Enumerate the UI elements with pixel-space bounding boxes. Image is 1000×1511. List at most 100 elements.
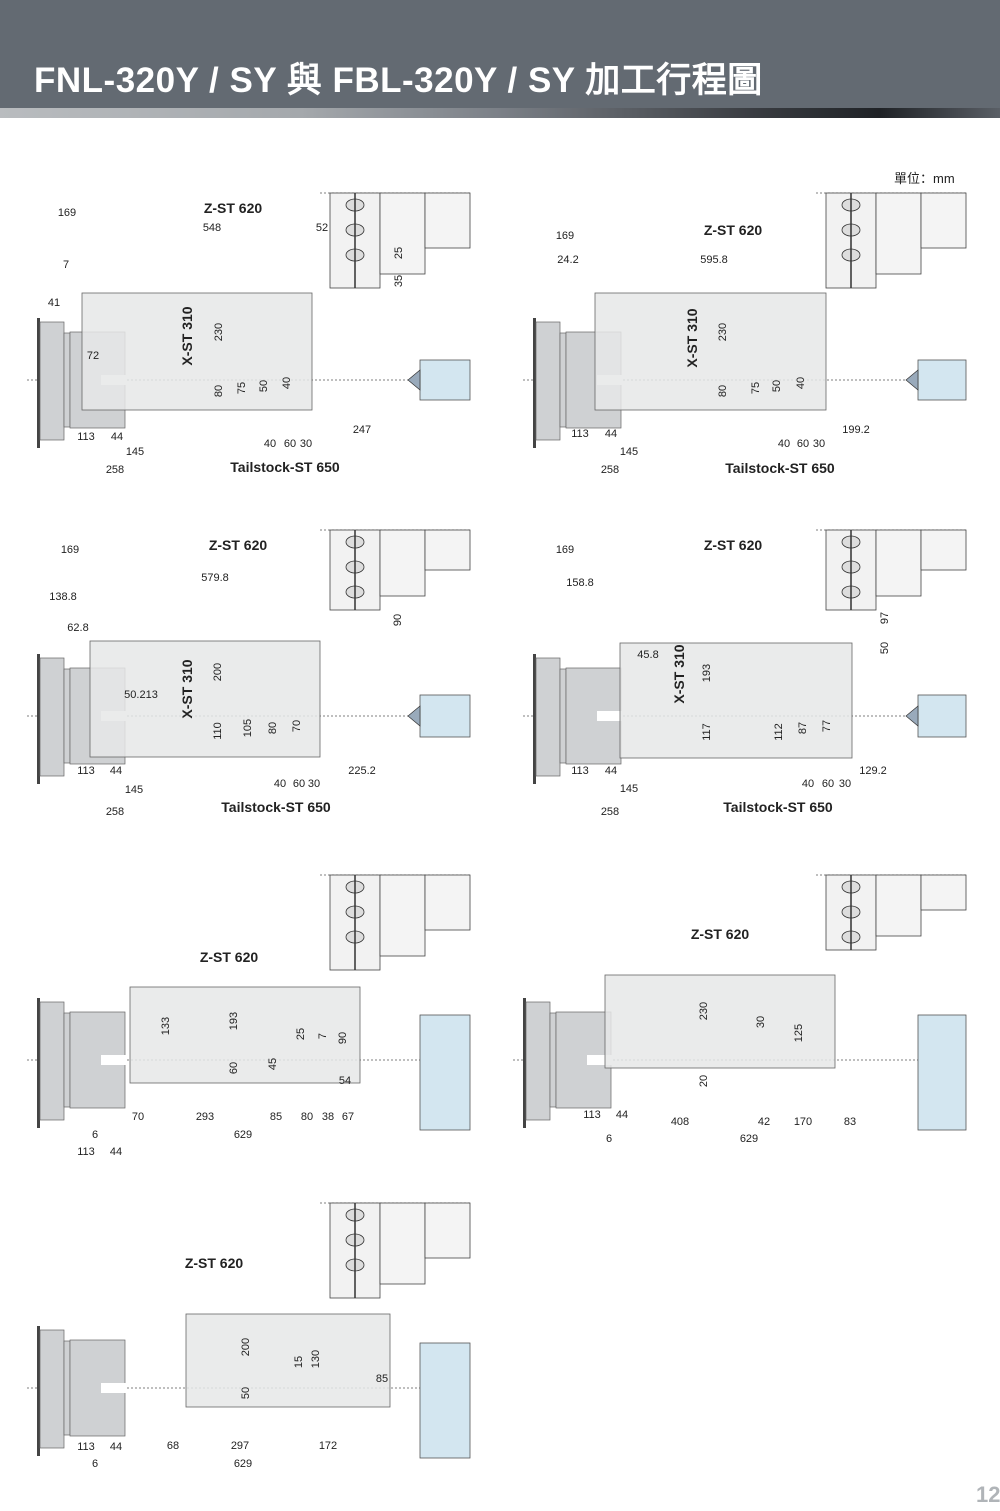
dimension-label: 30 — [300, 438, 312, 450]
dimension-label: 112 — [773, 723, 785, 741]
dimension-label: 258 — [106, 464, 124, 476]
dimension-label: 117 — [701, 723, 713, 741]
chuck-flange — [37, 998, 40, 1128]
dimension-label: 42 — [758, 1116, 770, 1128]
turret-spindle — [920, 192, 967, 249]
chuck-step — [63, 1340, 71, 1436]
dimension-label: 138.8 — [49, 591, 77, 603]
dimension-label: 50 — [258, 380, 270, 392]
tailstock-body — [917, 1014, 967, 1131]
chuck-body — [535, 657, 561, 777]
dimension-label: 15 — [293, 1356, 305, 1368]
dimension-label: 145 — [620, 446, 638, 458]
chuck-step — [63, 668, 71, 764]
dimension-label: 258 — [601, 806, 619, 818]
dimension-label: 629 — [234, 1129, 252, 1141]
dimension-label: 44 — [605, 428, 617, 440]
turret-housing — [379, 874, 426, 957]
dimension-label: 60 — [284, 438, 296, 450]
work-envelope — [89, 640, 321, 758]
dimension-label: 85 — [376, 1373, 388, 1385]
dimension-label: 80 — [213, 385, 225, 397]
chuck-step — [63, 1012, 71, 1108]
axis-stroke-label: X-ST 310 — [684, 308, 700, 367]
dimension-label: 230 — [698, 1002, 710, 1020]
work-envelope — [594, 292, 827, 411]
dimension-label: 7 — [317, 1033, 329, 1039]
work-envelope — [129, 986, 361, 1084]
dimension-label: 113 — [77, 765, 95, 777]
unit-label: 單位：mm — [894, 171, 955, 186]
jaw-gap — [101, 1383, 126, 1393]
dimension-label: 44 — [110, 765, 122, 777]
dimension-label: 193 — [228, 1012, 240, 1030]
chuck-flange — [37, 1326, 40, 1456]
dimension-label: 629 — [234, 1458, 252, 1470]
work-envelope — [185, 1313, 391, 1408]
axis-stroke-label: X-ST 310 — [671, 644, 687, 703]
dimension-label: 80 — [717, 385, 729, 397]
dimension-label: 97 — [879, 612, 891, 624]
dimension-label: 40 — [795, 377, 807, 389]
page-number: 12 — [976, 1482, 1000, 1507]
dimension-label: 60 — [293, 778, 305, 790]
dimension-label: 199.2 — [842, 424, 870, 436]
dimension-label: 145 — [125, 784, 143, 796]
dimension-label: 45.8 — [637, 649, 658, 661]
dimension-label: 113 — [77, 1441, 95, 1453]
dimension-label: 30 — [308, 778, 320, 790]
dimension-label: 40 — [778, 438, 790, 450]
turret-spindle — [920, 874, 967, 911]
axis-stroke-label: Z-ST 620 — [704, 537, 763, 553]
dimension-label: 20 — [698, 1075, 710, 1087]
dimension-label: 77 — [821, 720, 833, 732]
axis-stroke-label: Tailstock-ST 650 — [221, 799, 331, 815]
dimension-label: 230 — [717, 323, 729, 341]
axis-stroke-label: Z-ST 620 — [691, 926, 750, 942]
dimension-label: 38 — [322, 1111, 334, 1123]
dimension-label: 172 — [319, 1440, 337, 1452]
turret-spindle — [424, 192, 471, 249]
chuck-step — [559, 668, 567, 764]
jaw-gap — [597, 711, 622, 721]
axis-stroke-label: Z-ST 620 — [204, 200, 263, 216]
axis-stroke-label: Z-ST 620 — [200, 949, 259, 965]
turret-housing — [875, 874, 922, 937]
tailstock-body — [419, 359, 471, 401]
live-center-icon — [905, 705, 919, 727]
work-envelope — [604, 974, 836, 1069]
header-banner — [0, 0, 1000, 108]
chuck-step — [549, 1012, 557, 1108]
jaw-gap — [587, 1055, 612, 1065]
chuck-body — [525, 1001, 551, 1121]
dimension-label: 258 — [601, 464, 619, 476]
dimension-label: 169 — [556, 544, 574, 556]
dimension-label: 113 — [583, 1109, 601, 1121]
turret-spindle — [424, 874, 471, 931]
chuck-flange — [37, 654, 40, 784]
dimension-label: 200 — [240, 1338, 252, 1356]
dimension-label: 60 — [797, 438, 809, 450]
dimension-label: 129.2 — [859, 765, 887, 777]
dimension-label: 44 — [605, 765, 617, 777]
dimension-label: 125 — [793, 1024, 805, 1042]
axis-stroke-label: Z-ST 620 — [185, 1255, 244, 1271]
dimension-label: 113 — [77, 1146, 95, 1158]
dimension-label: 40 — [281, 377, 293, 389]
dimension-label: 193 — [701, 664, 713, 682]
dimension-label: 30 — [813, 438, 825, 450]
live-center-icon — [407, 705, 421, 727]
dimension-label: 75 — [750, 382, 762, 394]
tailstock-body — [419, 1342, 471, 1459]
axis-stroke-label: X-ST 310 — [179, 306, 195, 365]
turret-housing — [875, 192, 922, 275]
dimension-label: 7 — [63, 259, 69, 271]
dimension-label: 293 — [196, 1111, 214, 1123]
turret-spindle — [424, 1202, 471, 1259]
dimension-label: 133 — [160, 1017, 172, 1035]
